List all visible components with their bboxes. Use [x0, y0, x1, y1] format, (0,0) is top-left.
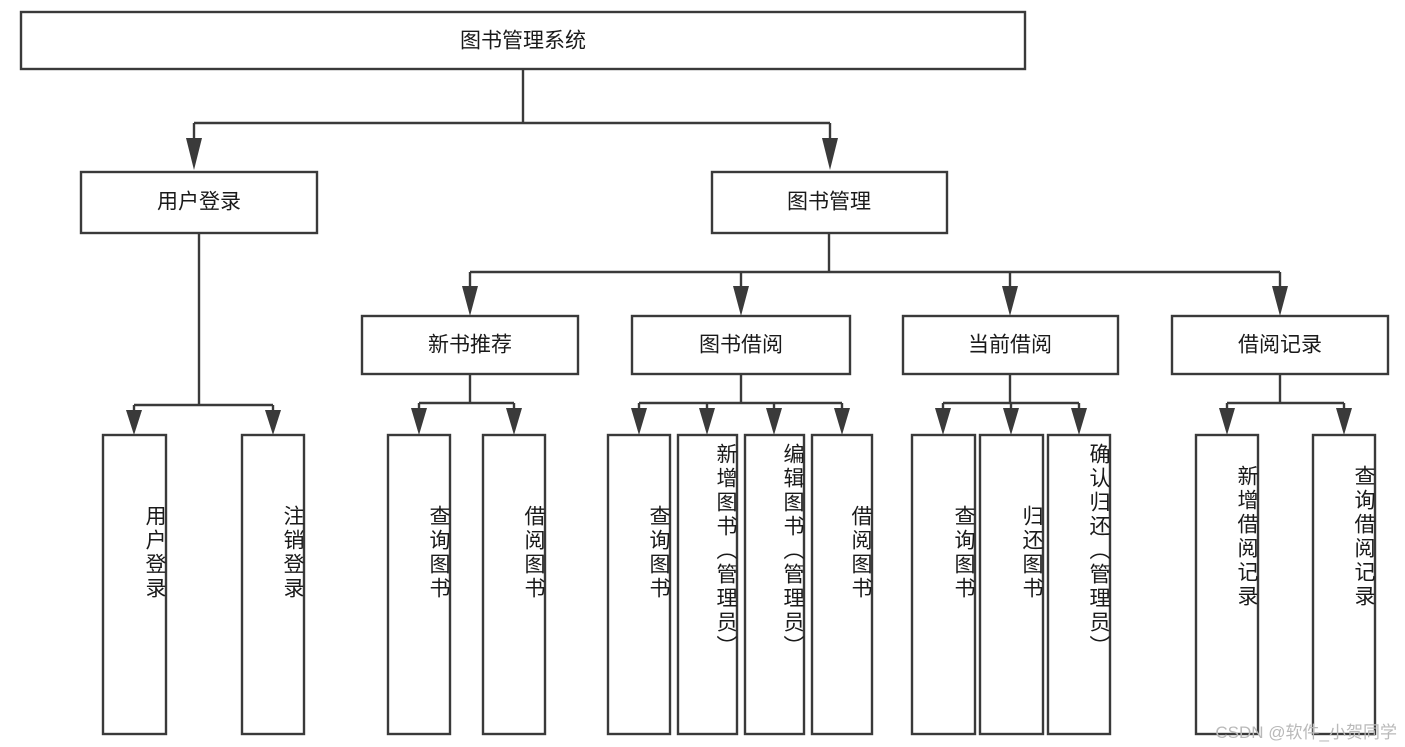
connector-group-root [186, 69, 838, 170]
arrow-head-icon [462, 286, 478, 316]
node-borrow-record-label: 借阅记录 [1238, 334, 1322, 357]
leaf-box-return-book[interactable] [978, 433, 1045, 736]
arrow-head-icon [935, 408, 951, 435]
arrow-head-icon [631, 408, 647, 435]
arrow-head-icon [1071, 408, 1087, 435]
connector-group-book-management [462, 233, 1288, 316]
leaf-box-logout[interactable] [240, 433, 306, 736]
arrow-head-icon [1336, 408, 1352, 435]
arrow-head-icon [1272, 286, 1288, 316]
node-borrow-record-box[interactable] [1170, 314, 1390, 376]
leaf-box-add-borrow-record[interactable] [1194, 433, 1260, 736]
node-book-management-label: 图书管理 [787, 191, 871, 214]
node-new-book-box[interactable] [360, 314, 580, 376]
connector-group-user-login [126, 233, 281, 435]
arrow-head-icon [1219, 408, 1235, 435]
node-book-borrow-box[interactable] [630, 314, 852, 376]
leaf-box-query-book-new[interactable] [386, 433, 452, 736]
node-current-borrow-label: 当前借阅 [968, 334, 1052, 357]
node-root-label: 图书管理系统 [460, 30, 586, 53]
node-user-login-box[interactable] [79, 170, 319, 235]
arrow-head-icon [411, 408, 427, 435]
leaf-box-add-book-admin[interactable] [676, 433, 739, 736]
leaf-box-query-borrow-record[interactable] [1311, 433, 1377, 736]
arrow-head-icon [506, 408, 522, 435]
arrow-head-icon [733, 286, 749, 316]
leaf-box-query-book-current[interactable] [910, 433, 977, 736]
leaf-box-edit-book-admin[interactable] [743, 433, 806, 736]
node-current-borrow-box[interactable] [901, 314, 1120, 376]
node-user-login-label: 用户登录 [157, 191, 241, 214]
arrow-head-icon [766, 408, 782, 435]
leaf-box-borrow-book[interactable] [810, 433, 874, 736]
arrow-head-icon [822, 138, 838, 170]
node-book-borrow-label: 图书借阅 [699, 334, 783, 357]
node-new-book-label: 新书推荐 [428, 334, 512, 357]
node-book-management-box[interactable] [710, 170, 949, 235]
leaf-box-confirm-return-admin[interactable] [1046, 433, 1112, 736]
arrow-head-icon [699, 408, 715, 435]
connector-group-current-borrow [935, 374, 1087, 435]
arrow-head-icon [834, 408, 850, 435]
connector-group-book-borrow [631, 374, 850, 435]
csdn-watermark: CSDN @软件_小贺同学 [1215, 723, 1397, 742]
node-root-box[interactable] [19, 10, 1027, 71]
leaf-box-query-book-borrow[interactable] [606, 433, 672, 736]
arrow-head-icon [126, 410, 142, 435]
arrow-head-icon [1003, 408, 1019, 435]
connector-group-new-book [411, 374, 522, 435]
arrow-head-icon [1002, 286, 1018, 316]
leaf-box-user-login[interactable] [101, 433, 168, 736]
connector-group-borrow-record [1219, 374, 1352, 435]
arrow-head-icon [186, 138, 202, 170]
arrow-head-icon [265, 410, 281, 435]
leaf-box-borrow-book-new[interactable] [481, 433, 547, 736]
